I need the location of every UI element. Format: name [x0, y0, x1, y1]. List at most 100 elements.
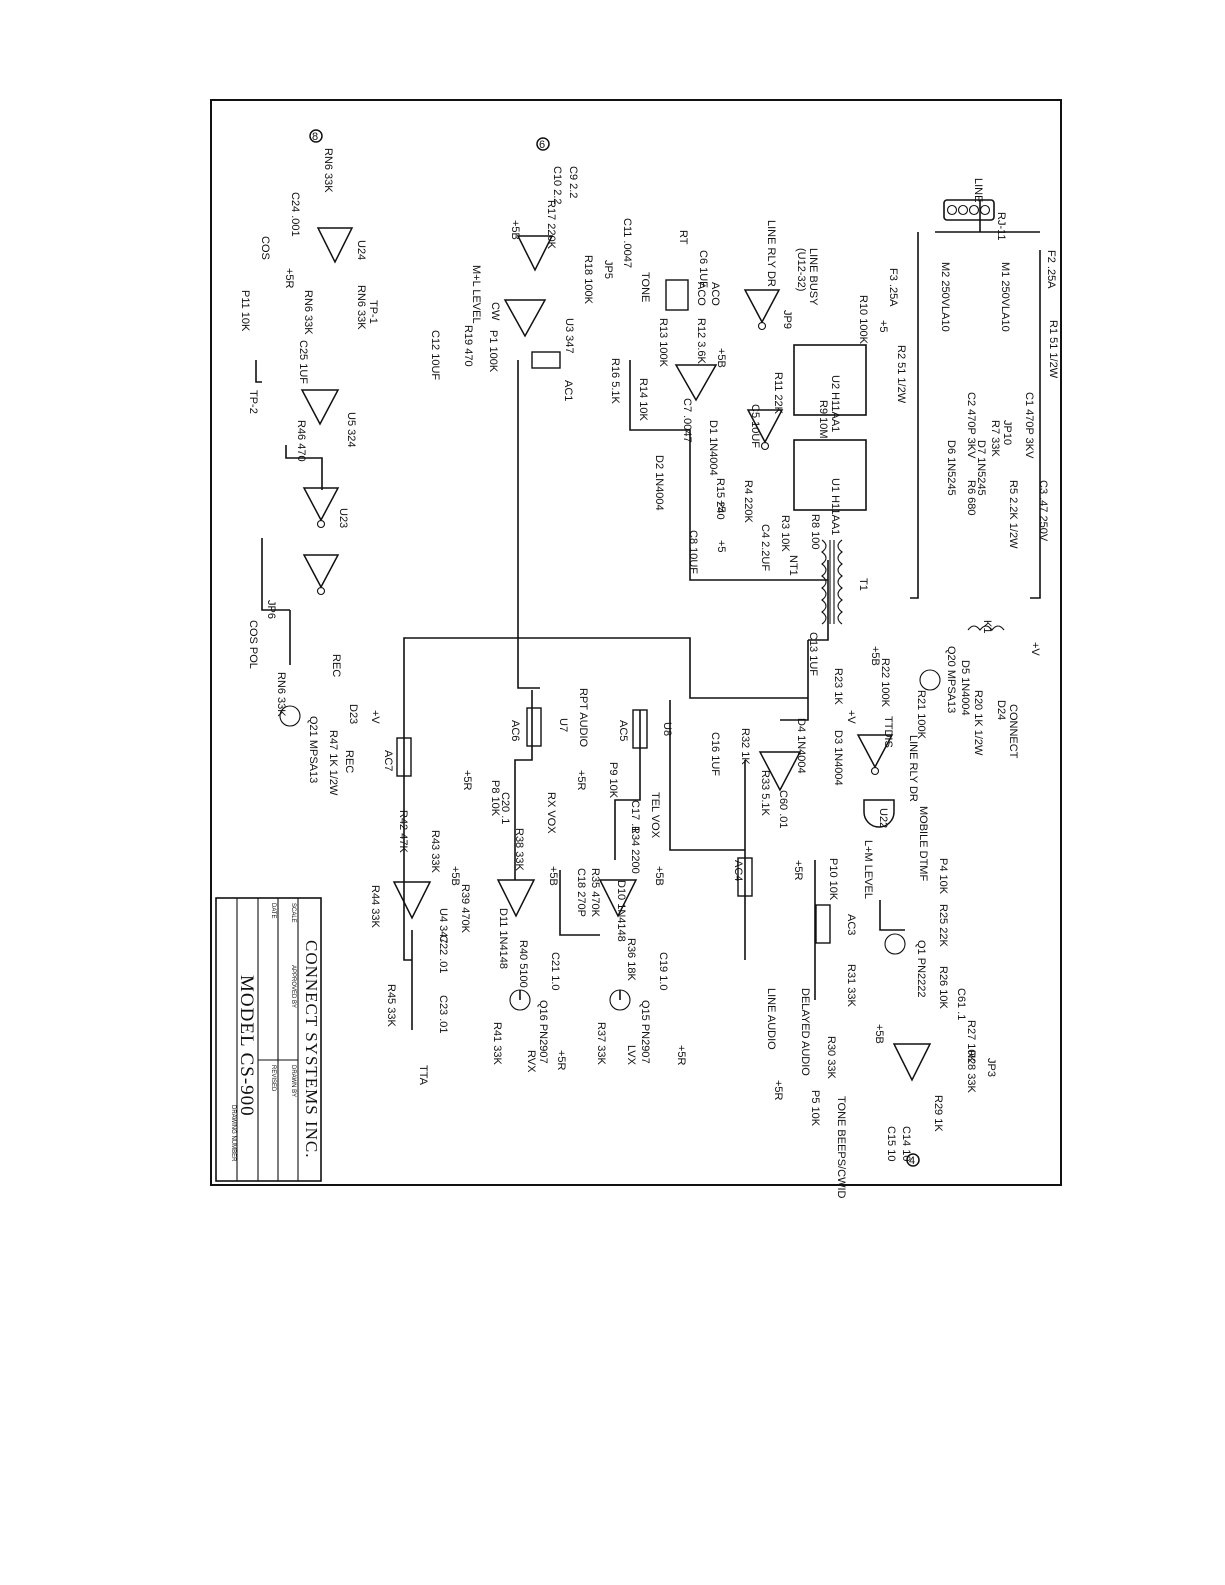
label-ac3: AC3: [845, 914, 857, 935]
ic-u2-h11aa1: [793, 344, 867, 416]
label-rn6-c: RN6 33K: [302, 290, 314, 335]
label-d6: D6 1N5245: [945, 440, 957, 496]
label-u5: U5 324: [345, 412, 357, 447]
net-cos: COS: [259, 236, 271, 260]
net-ml-level: M+L LEVEL: [470, 265, 482, 324]
label-jp10: JP10: [1001, 420, 1013, 445]
net-connect: CONNECT: [1007, 704, 1019, 759]
label-r21: R21 100K: [915, 690, 927, 740]
opamp-u3-c: [674, 364, 718, 402]
transistors: [279, 669, 941, 1011]
field-scale: SCALE: [290, 903, 296, 923]
label-r47: R47 1K 1/2W: [327, 730, 339, 796]
net-nt1: NT1: [787, 555, 799, 576]
label-r5: R5 2.2K 1/2W: [1007, 480, 1019, 549]
transistor-q1: [884, 933, 906, 955]
opamp-u5-b: [496, 879, 536, 918]
label-c61: C61 .1: [955, 988, 967, 1020]
net-plus-5b-1: +5B: [509, 220, 521, 240]
net-plus-v-2: +V: [845, 710, 857, 724]
net-rx-vox: RX VOX: [545, 792, 557, 834]
label-c12: C12 10UF: [429, 330, 441, 380]
label-c60: C60 .01: [777, 790, 789, 829]
off-sheet-ports: 8 6 4: [309, 129, 920, 1167]
net-aco: ACO: [709, 282, 721, 306]
opamp-u5-cos: [300, 389, 340, 426]
label-c2: C2 470P 3KV: [965, 392, 977, 459]
opamp-u3-b: [503, 299, 547, 338]
label-c10: C10 2.2: [551, 166, 563, 205]
label-q16: Q16 PN2907: [537, 1000, 549, 1064]
net-tp1: TP-1: [367, 300, 379, 324]
label-r32: R32 1K: [739, 728, 751, 765]
net-plus-5r-7: +5R: [772, 1080, 784, 1101]
label-d3: D3 1N4004: [832, 730, 844, 786]
net-plus-v-1: +V: [1029, 642, 1041, 656]
net-ttdis: TTDIS: [882, 716, 894, 748]
wires: [255, 200, 1041, 1030]
inverter-u23-a: [302, 487, 340, 522]
label-r44: R44 33K: [369, 885, 381, 928]
net-plus-5r-5: +5R: [555, 1050, 567, 1071]
port-8-label: 8: [312, 131, 318, 143]
net-tone: TONE: [639, 272, 651, 302]
label-r13: R13 100K: [657, 318, 669, 368]
opamp-u24: [316, 227, 354, 264]
label-c14: C14 10: [900, 1126, 912, 1161]
opamp-u4-b: [892, 1043, 932, 1082]
label-r36: R36 18K: [625, 938, 637, 981]
label-r37: R37 33K: [595, 1022, 607, 1065]
label-k1: K1: [981, 620, 993, 633]
net-cw: CW: [489, 302, 501, 321]
ic-u7-c: [526, 707, 542, 747]
gate-u22: [863, 799, 895, 828]
ic-u8-a: [632, 709, 648, 749]
label-c4: C4 2.2UF: [759, 524, 771, 571]
label-c9: C9 2.2: [567, 166, 579, 198]
inverter-u23-d: [746, 409, 784, 444]
inverters: [302, 289, 895, 828]
label-r31: R31 33K: [845, 964, 857, 1007]
net-line-audio: LINE AUDIO: [765, 988, 777, 1050]
net-plus-5b-2: +5B: [715, 348, 727, 368]
field-revised: REVISED: [270, 1065, 276, 1092]
net-plus-v-3: +V: [369, 710, 381, 724]
net-cos-pol: COS POL: [247, 620, 259, 669]
label-p4: P4 10K: [937, 858, 949, 895]
ic-u1-h11aa1: [793, 439, 867, 511]
label-u8: U8: [661, 722, 673, 736]
net-mobile-dtmf: MOBILE DTMF: [917, 806, 929, 881]
net-plus-5r-2: +5R: [461, 770, 473, 791]
label-r10: R10 100K: [857, 295, 869, 345]
net-plus-5r-3: +5R: [575, 770, 587, 791]
net-plus-5r-1: +5R: [283, 268, 295, 289]
port-6-label: 6: [539, 139, 545, 151]
label-r19: R19 470: [462, 325, 474, 367]
ic-u8-c: [815, 904, 831, 944]
transistor-q21: [279, 705, 301, 727]
port-8[interactable]: [309, 129, 323, 143]
label-c21: C21 1.0: [549, 952, 561, 991]
label-d4: D4 1N4004: [795, 718, 807, 774]
label-r39: R39 470K: [459, 884, 471, 934]
label-r9: R9 10M: [817, 400, 829, 439]
port-4[interactable]: [906, 1153, 920, 1167]
net-rec: REC: [330, 654, 342, 677]
drawing-border: [210, 99, 1062, 1186]
label-c1: C1 470P 3KV: [1023, 392, 1035, 459]
net-plus-5b-3: +5B: [869, 646, 881, 666]
label-c24: C24 .001: [289, 192, 301, 237]
title-block: CONNECT SYSTEMS INC. MODEL CS-900 SCALE …: [215, 897, 322, 1182]
line-label: LINE: [972, 178, 984, 202]
label-ac5: AC5: [617, 720, 629, 741]
port-6[interactable]: [536, 137, 550, 151]
net-plus-5-3: +5: [715, 540, 727, 553]
rj11-connector[interactable]: RJ-11 LINE: [943, 178, 1007, 241]
label-r17: R17 220K: [545, 200, 557, 250]
label-u2: U2 H11AA1: [829, 375, 841, 432]
label-c20: C20 .1: [499, 792, 511, 824]
net-plus-5b-5: +5B: [547, 866, 559, 886]
label-p9: P9 10K: [607, 762, 619, 799]
label-r8: R8 100: [809, 514, 821, 549]
label-u22: U22: [877, 808, 889, 828]
